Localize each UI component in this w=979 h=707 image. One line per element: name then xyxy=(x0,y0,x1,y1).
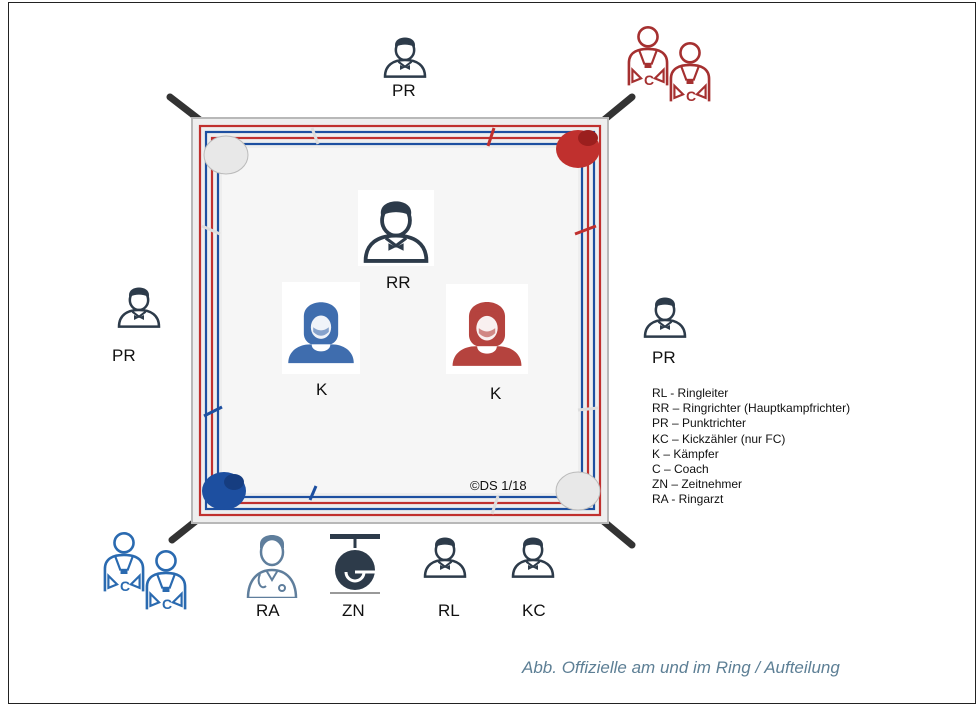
gong-icon xyxy=(330,534,380,594)
label-k-blue: K xyxy=(316,380,328,399)
corner-pad-top-right xyxy=(556,130,600,168)
legend-item: RR – Ringrichter (Hauptkampfrichter) xyxy=(652,401,851,416)
referee-card xyxy=(358,190,434,266)
label-k-red: K xyxy=(490,384,502,403)
label-ra: RA xyxy=(256,601,280,620)
label-rl: RL xyxy=(438,601,460,620)
coach-letter-blue-1: C xyxy=(120,578,131,594)
figure-caption: Abb. Offizielle am und im Ring / Aufteil… xyxy=(522,658,840,677)
legend-item: K – Kämpfer xyxy=(652,446,719,461)
legend-item: KC – Kickzähler (nur FC) xyxy=(652,431,786,446)
legend-item: C – Coach xyxy=(652,462,709,477)
coach-letter-red-2: C xyxy=(686,88,697,104)
ring-ropes xyxy=(198,124,602,517)
label-zn: ZN xyxy=(342,601,365,620)
fighter-red-card xyxy=(446,284,528,374)
label-pr-top: PR xyxy=(392,81,416,100)
official-bowtie-icon xyxy=(508,530,558,580)
official-bowtie-icon xyxy=(358,190,434,266)
copyright-text: ©DS 1/18 xyxy=(470,478,527,493)
legend-item: PR – Punktrichter xyxy=(652,416,747,431)
diagram-frame xyxy=(8,2,976,704)
corner-pad-bottom-left xyxy=(202,472,246,510)
fighter-headgear-red-icon xyxy=(446,284,528,374)
rope-ties xyxy=(201,127,599,515)
official-bowtie-icon xyxy=(380,30,430,80)
legend-item: RA - Ringarzt xyxy=(652,492,724,507)
official-bowtie-icon xyxy=(114,280,164,330)
legend-item: ZN – Zeitnehmer xyxy=(652,477,743,492)
coach-letter-red-1: C xyxy=(644,72,655,88)
label-pr-right: PR xyxy=(652,348,676,367)
fighter-headgear-blue-icon xyxy=(282,282,360,374)
fighter-blue-card xyxy=(282,282,360,374)
label-pr-left: PR xyxy=(112,346,136,365)
official-bowtie-icon xyxy=(640,290,690,340)
coach-letter-blue-2: C xyxy=(162,596,173,612)
label-rr: RR xyxy=(386,273,411,292)
legend-item: RL - Ringleiter xyxy=(652,386,729,400)
corner-pad-bottom-right xyxy=(555,471,601,511)
label-kc: KC xyxy=(522,601,546,620)
corner-pad-top-left xyxy=(203,135,249,175)
official-bowtie-icon xyxy=(420,530,470,580)
doctor-icon xyxy=(246,535,298,598)
legend: RL - Ringleiter RR – Ringrichter (Hauptk… xyxy=(652,386,850,508)
